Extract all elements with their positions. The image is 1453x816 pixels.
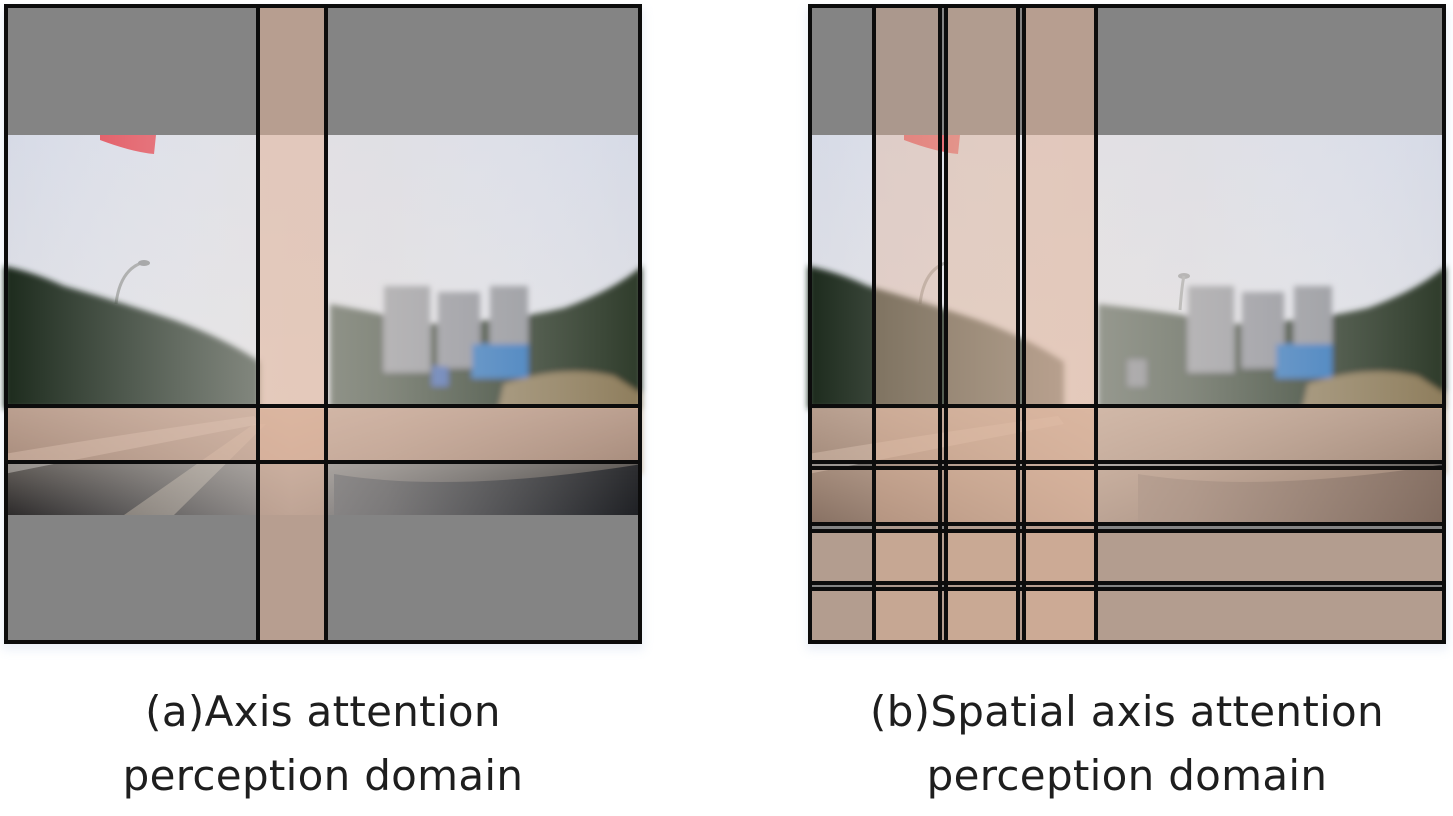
panel-b-spatial-axis-attention <box>806 4 1448 650</box>
panel-b-diagram <box>806 4 1448 650</box>
caption-panel-a: (a)Axis attention perception domain <box>3 680 643 808</box>
caption-b-line-2: perception domain <box>926 751 1328 800</box>
panel-a-axis-attention <box>2 4 644 650</box>
attention-overlays <box>4 4 642 644</box>
attention-outlines <box>808 4 1446 644</box>
attention-outlines <box>4 4 642 644</box>
panel-a-diagram <box>2 4 644 650</box>
caption-a-line-2: perception domain <box>122 751 524 800</box>
caption-panel-b: (b)Spatial axis attention perception dom… <box>807 680 1447 808</box>
attention-overlays <box>808 4 1446 644</box>
top-padding-region <box>808 4 1446 135</box>
caption-a-line-1: (a)Axis attention <box>145 687 501 736</box>
caption-b-line-1: (b)Spatial axis attention <box>870 687 1384 736</box>
